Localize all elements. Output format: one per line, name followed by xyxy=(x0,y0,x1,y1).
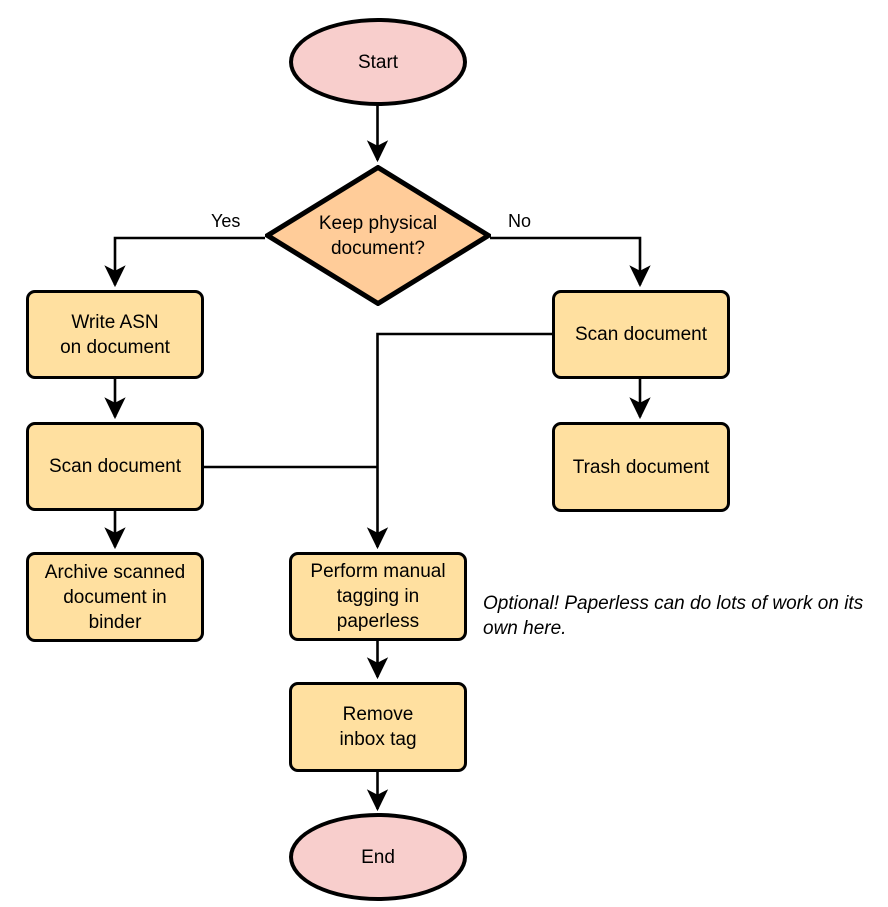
edge-label-no: No xyxy=(508,211,532,231)
node-perform-manual-tagging-in-paperless[interactable]: Perform manual tagging in paperless xyxy=(289,552,467,641)
node-scan-document-left[interactable]: Scan document xyxy=(26,422,204,511)
node-write-asn-on-document[interactable]: Write ASN on document xyxy=(26,290,204,379)
edge-label-yes: Yes xyxy=(211,211,241,231)
node-archive-scanned-document-in-binder[interactable]: Archive scanned document in binder xyxy=(26,552,204,642)
edge-no-to-scan-right xyxy=(490,236,651,288)
node-trash-document[interactable]: Trash document xyxy=(552,422,730,512)
node-scan-document-right[interactable]: Scan document xyxy=(552,290,730,379)
node-end-label: End xyxy=(361,846,395,868)
node-start-label: Start xyxy=(357,51,399,73)
node-end[interactable]: End xyxy=(289,813,467,901)
node-remove-inbox-tag-label: Remove inbox tag xyxy=(339,704,417,750)
diamond-shape xyxy=(265,165,491,306)
edge-scan-right-to-manual-tagging xyxy=(366,332,552,550)
node-archive-binder-label: Archive scanned document in binder xyxy=(44,561,186,633)
annotation-optional-note: Optional! Paperless can do lots of work … xyxy=(483,593,864,639)
node-decision-keep-physical-document[interactable]: Keep physical document? xyxy=(265,165,491,306)
node-trash-document-label: Trash document xyxy=(572,456,710,478)
node-decision-label: Keep physical document? xyxy=(318,212,438,259)
node-scan-document-right-label: Scan document xyxy=(574,324,708,345)
node-write-asn-label: Write ASN on document xyxy=(60,311,170,358)
node-manual-tagging-label: Perform manual tagging in paperless xyxy=(310,561,446,632)
node-start[interactable]: Start xyxy=(289,18,467,106)
edge-yes-to-write-asn xyxy=(104,236,265,288)
node-remove-inbox-tag[interactable]: Remove inbox tag xyxy=(289,682,467,772)
node-scan-document-left-label: Scan document xyxy=(48,456,182,477)
